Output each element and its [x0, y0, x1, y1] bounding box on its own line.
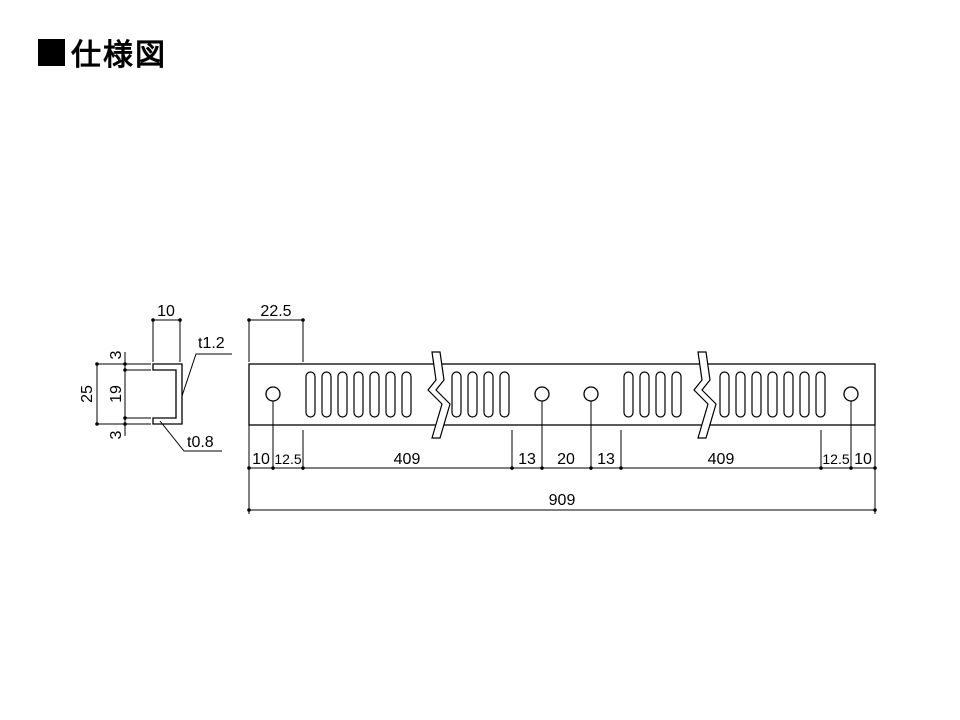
vent-slot — [467, 371, 478, 418]
title-text: 仕様図 — [71, 38, 167, 73]
break-symbol-right — [693, 351, 717, 439]
vent-slot — [451, 371, 462, 418]
page-title: 仕様図 — [38, 30, 167, 74]
vent-slot — [783, 371, 794, 418]
side-view: 10 25 3 19 3 t1.2 t0.8 — [79, 303, 232, 452]
dim-12-5-right: 12.5 — [822, 451, 849, 467]
mount-hole — [583, 386, 599, 402]
vent-slot — [767, 371, 778, 418]
dim-10-right: 10 — [854, 451, 872, 468]
vent-slot — [337, 371, 348, 418]
vent-slot — [305, 371, 316, 418]
vent-slot — [815, 371, 826, 418]
dim-13-left: 13 — [518, 451, 536, 468]
break-symbol-left — [427, 351, 451, 439]
dim-20: 20 — [557, 451, 575, 468]
vent-slot — [671, 371, 682, 418]
dim-409-left: 409 — [394, 451, 421, 468]
vent-slot — [321, 371, 332, 418]
plan-view: 22.5 10 12.5 409 13 20 13 409 — [247, 303, 877, 514]
vent-slot — [799, 371, 810, 418]
vent-slot — [735, 371, 746, 418]
side-total-height: 25 — [79, 385, 96, 403]
title-square-icon — [38, 38, 65, 66]
side-inner-height: 19 — [108, 385, 125, 403]
dim-13-right: 13 — [597, 451, 615, 468]
vent-slot — [719, 371, 730, 418]
side-flange-top: 3 — [108, 350, 125, 359]
side-top-width: 10 — [157, 303, 175, 320]
plan-slot-offset: 22.5 — [260, 303, 291, 320]
slot-group — [305, 371, 826, 418]
vent-slot — [751, 371, 762, 418]
vent-slot — [353, 371, 364, 418]
dim-409-right: 409 — [708, 451, 735, 468]
channel-profile — [152, 363, 183, 425]
vent-slot — [385, 371, 396, 418]
vent-slot — [655, 371, 666, 418]
dim-12-5-left: 12.5 — [274, 451, 301, 467]
mount-hole — [843, 386, 859, 402]
dim-total-length: 909 — [549, 492, 576, 509]
vent-slot — [369, 371, 380, 418]
mount-hole — [265, 386, 281, 402]
side-flange-bottom: 3 — [108, 430, 125, 439]
mount-hole — [534, 386, 550, 402]
side-thickness-bottom: t0.8 — [187, 434, 214, 451]
vent-slot — [483, 371, 494, 418]
side-thickness-top: t1.2 — [198, 335, 225, 352]
vent-slot — [639, 371, 650, 418]
dim-10-left: 10 — [252, 451, 270, 468]
vent-slot — [623, 371, 634, 418]
vent-slot — [499, 371, 510, 418]
vent-slot — [401, 371, 412, 418]
